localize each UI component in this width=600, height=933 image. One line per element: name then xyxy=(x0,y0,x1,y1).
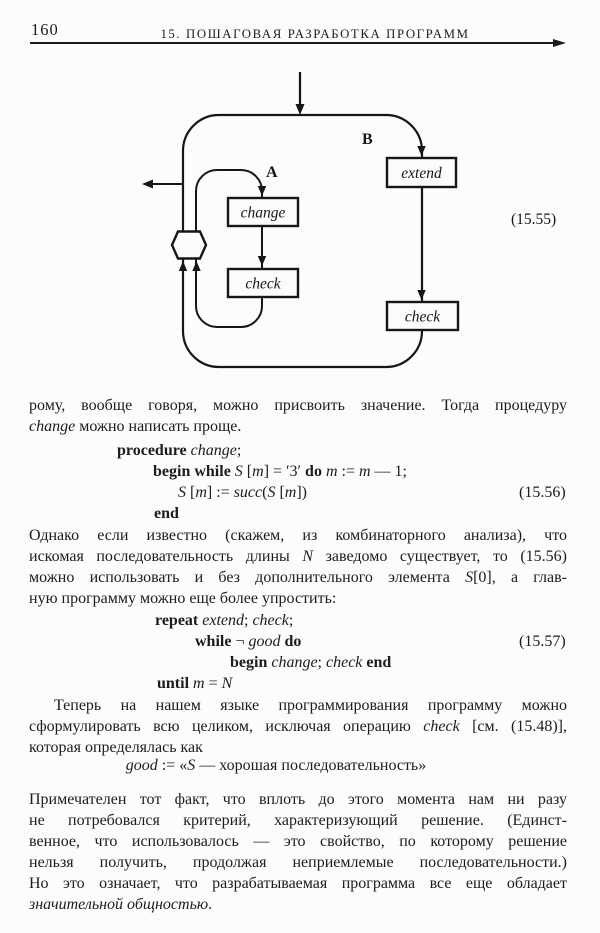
text-line: Но это означает, что разрабатываемая про… xyxy=(29,875,567,892)
text-line: которая определялась как xyxy=(29,739,203,756)
change-box-label: change xyxy=(241,205,286,222)
running-title: 15. ПОШАГОВАЯ РАЗРАБОТКА ПРОГРАММ xyxy=(160,27,470,41)
text-line: искомая последовательность длины N завед… xyxy=(29,548,567,565)
text-line: не потребовался критерий, характеризующи… xyxy=(29,812,567,829)
text-line: ную программу можно еще более упростить: xyxy=(29,590,337,607)
paragraph-1: рому, вообще говоря, можно присвоить зна… xyxy=(29,395,567,437)
paragraph-4: Примечателен тот факт, что вплоть до это… xyxy=(29,789,567,915)
change-box xyxy=(226,196,300,228)
header-rule xyxy=(30,42,558,44)
inner-loop-path xyxy=(195,169,263,328)
entry-arrow-head-icon xyxy=(295,104,305,115)
flow-diagram: change check extend check A B (15.55) xyxy=(142,72,556,369)
text-line: венное, что использовалось — это свойств… xyxy=(29,833,567,850)
equation-number-1557: (15.57) xyxy=(519,633,566,650)
text-line: Примечателен тот факт, что вплоть до это… xyxy=(29,791,567,808)
arrow-up-inner-icon xyxy=(192,261,201,271)
exit-arrow-head-icon xyxy=(142,179,153,189)
loop-a-label: A xyxy=(266,164,278,181)
paragraph-2: Однако если известно (скажем, из комбина… xyxy=(29,525,567,609)
equation-number-1555: (15.55) xyxy=(511,211,556,228)
code-line: until m = N xyxy=(157,675,233,692)
hexagon-connector xyxy=(170,230,208,260)
code-line: end xyxy=(154,505,179,522)
good-definition-formula: good := «S — хорошая последовательность» xyxy=(125,757,427,774)
paragraph-3: Теперь на нашем языке программирования п… xyxy=(29,695,567,758)
arrow-extend-to-check-icon xyxy=(417,290,426,300)
arrow-into-change-icon xyxy=(257,186,267,196)
code-line: begin change; check end xyxy=(230,654,392,671)
code-line: procedure change; xyxy=(117,442,242,459)
arrow-up-outer-icon xyxy=(178,261,188,271)
text-line: нельзя получить, продолжая неприемлемые … xyxy=(29,854,567,871)
code-line: begin while S [m] = ′3′ do m := m — 1; xyxy=(153,463,407,480)
text-line: рому, вообще говоря, можно присвоить зна… xyxy=(29,397,567,414)
equation-number-1556: (15.56) xyxy=(519,484,566,501)
outer-check-box-label: check xyxy=(405,309,441,326)
inner-check-box-label: check xyxy=(245,276,281,293)
extend-box xyxy=(385,156,458,189)
header-rule-arrow-icon xyxy=(553,38,566,47)
code-line: while ¬ good do xyxy=(195,633,302,650)
extend-box-label: extend xyxy=(401,165,442,182)
code-line: repeat extend; check; xyxy=(155,612,294,629)
text-line: Теперь на нашем языке программирования п… xyxy=(54,697,567,714)
text-line: значительной общностью. xyxy=(29,896,213,913)
text-line: change можно написать проще. xyxy=(29,418,242,435)
inner-check-box xyxy=(226,267,300,299)
page-number: 160 xyxy=(31,20,59,39)
code-line: S [m] := succ(S [m]) xyxy=(178,484,307,501)
arrow-into-extend-icon xyxy=(417,146,426,156)
text-line: сформулировать всю целиком, исключая опе… xyxy=(29,718,567,735)
code-listing-1556: procedure change; begin while S [m] = ′3… xyxy=(117,440,407,524)
arrow-change-to-check-icon xyxy=(257,256,267,266)
outer-check-box xyxy=(385,300,460,332)
code-listing-1557: repeat extend; check; while ¬ good do be… xyxy=(155,611,391,695)
text-line: можно использовать и без дополнительного… xyxy=(29,569,567,586)
loop-b-label: B xyxy=(362,131,373,148)
text-line: Однако если известно (скажем, из комбина… xyxy=(29,527,567,544)
